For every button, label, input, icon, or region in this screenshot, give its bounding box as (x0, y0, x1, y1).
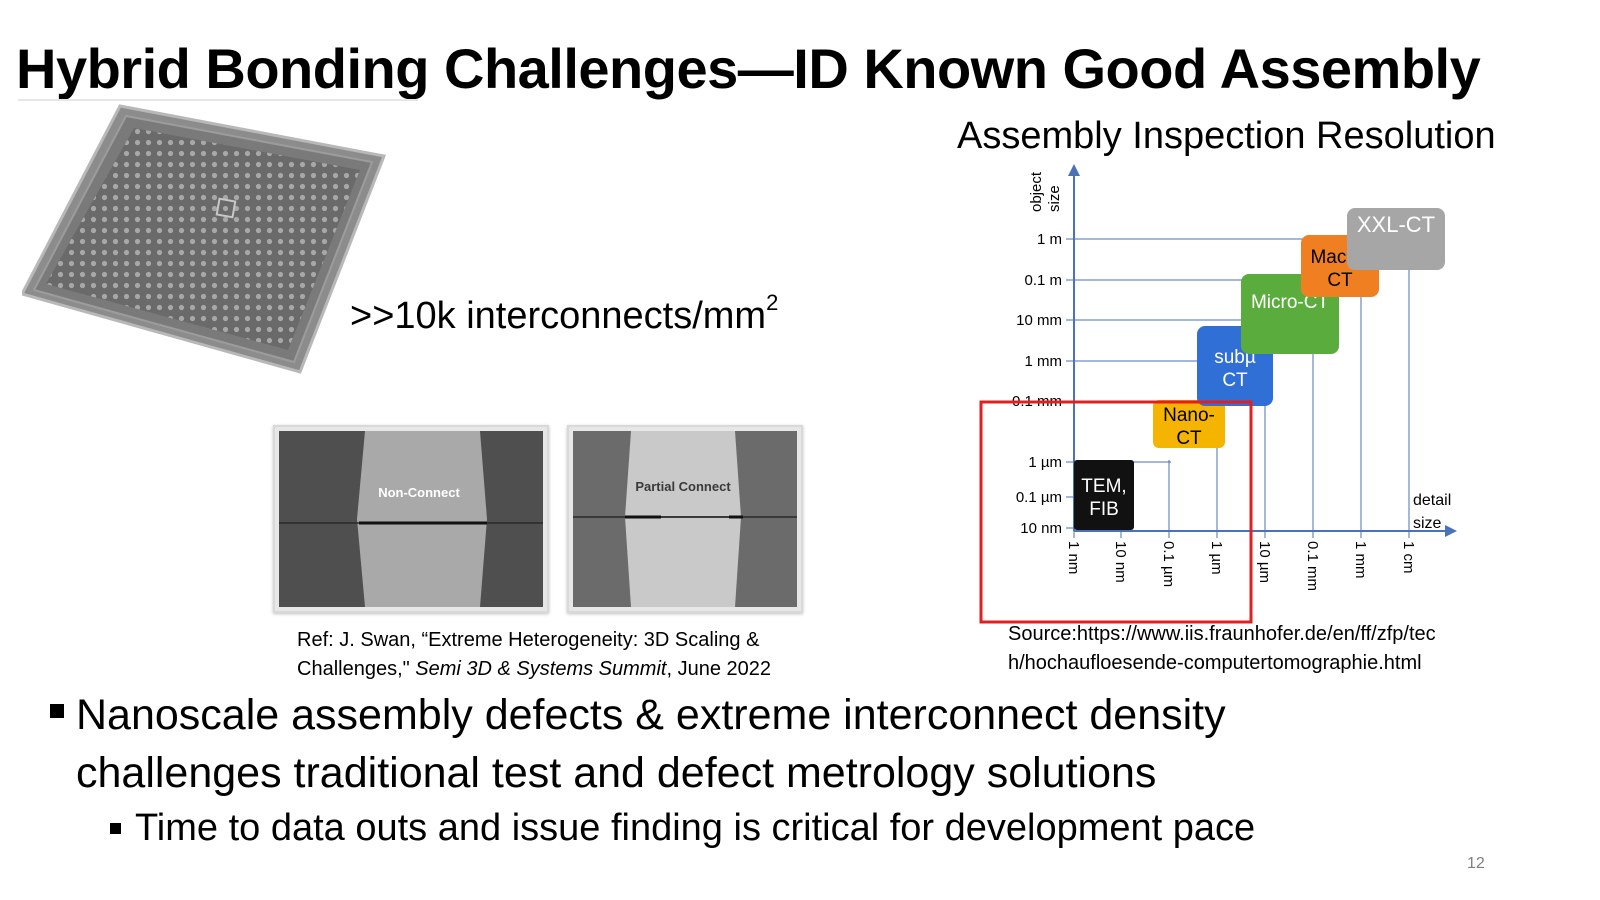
chart-title: Assembly Inspection Resolution (957, 115, 1496, 157)
method-box-fill (1347, 208, 1445, 270)
y-tick-label: 0.1 m (1024, 272, 1062, 289)
method-box: XXL-CT (1347, 208, 1445, 270)
y-tick-label: 1 mm (1025, 353, 1063, 370)
partial-connect-micrograph: Partial Connect (567, 425, 803, 613)
y-axis-label-size: size (1046, 185, 1063, 212)
reference-venue: Semi 3D & Systems Summit (415, 658, 667, 680)
source-line-1: Source:https://www.iis.fraunhofer.de/en/… (1008, 623, 1436, 645)
slide-title: Hybrid Bonding Challenges—ID Known Good … (16, 37, 1481, 100)
x-tick-labels: 1 nm 10 nm 0.1 µm 1 µm 10 µm 0.1 mm 1 mm 1 cm (1065, 531, 1417, 591)
method-box: TEM,FIB (1074, 460, 1134, 530)
y-tick-label: 1 µm (1028, 454, 1062, 471)
x-tick-label: 10 nm (1112, 541, 1129, 583)
y-tick-label: 1 m (1037, 231, 1062, 248)
x-tick-label: 0.1 µm (1160, 541, 1177, 587)
method-label: CT (1327, 270, 1353, 291)
x-axis-label-detail: detail (1413, 492, 1451, 509)
bullet-main-line-2: challenges traditional test and defect m… (76, 749, 1157, 797)
source-citation: Source:https://www.iis.fraunhofer.de/en/… (1008, 620, 1436, 678)
y-tick-label: 10 mm (1016, 312, 1062, 329)
inspection-resolution-chart: 1 m 0.1 m 10 mm 1 mm 0.1 mm 1 µm 0.1 µm 10 nm 1… (979, 164, 1457, 624)
bullet-marker (110, 823, 121, 834)
title-underline (18, 99, 418, 101)
y-tick-label: 10 nm (1020, 520, 1062, 537)
x-tick-label: 0.1 mm (1304, 541, 1321, 591)
bullet-sub-text: Time to data outs and issue finding is c… (135, 807, 1256, 849)
x-tick-label: 10 µm (1256, 541, 1273, 583)
method-boxes: TEM,FIBNano-CTsubµCTMicro-CTMacro-CTXXL-… (1074, 208, 1445, 530)
reference-line-2-suffix: , June 2022 (666, 658, 771, 680)
method-box: Nano-CT (1153, 400, 1225, 449)
reference-line-2-prefix: Challenges," (297, 658, 416, 680)
method-label: CT (1222, 370, 1248, 391)
x-axis-label-size: size (1413, 515, 1442, 532)
y-axis-label-object: object (1028, 171, 1045, 212)
reference-citation: Ref: J. Swan, “Extreme Heterogeneity: 3D… (297, 626, 771, 684)
method-label: Nano- (1163, 405, 1215, 426)
non-connect-label: Non-Connect (378, 485, 460, 500)
method-box-fill (1074, 460, 1134, 530)
non-connect-micrograph: Non-Connect (273, 425, 549, 613)
y-axis-arrow (1068, 164, 1080, 176)
chip-die-image (22, 104, 387, 374)
interconnect-density-text: >>10k interconnects/mm2 (350, 290, 778, 338)
method-label: CT (1176, 428, 1202, 449)
bullet-main-text: Nanoscale assembly defects & extreme int… (76, 686, 1226, 802)
y-tick-label: 0.1 µm (1016, 489, 1062, 506)
method-label: FIB (1089, 499, 1119, 520)
x-tick-label: 1 µm (1208, 541, 1225, 575)
x-tick-label: 1 cm (1400, 541, 1417, 574)
interconnect-density-superscript: 2 (766, 290, 779, 315)
reference-line-1: Ref: J. Swan, “Extreme Heterogeneity: 3D… (297, 629, 760, 651)
bullet-main-line-1: Nanoscale assembly defects & extreme int… (76, 691, 1226, 739)
partial-connect-label: Partial Connect (635, 479, 731, 494)
source-line-2: h/hochaufloesende-computertomographie.ht… (1008, 652, 1422, 674)
x-tick-label: 1 mm (1352, 541, 1369, 579)
x-axis-arrow (1445, 525, 1457, 537)
page-number: 12 (1467, 855, 1485, 872)
reference-line-2: Challenges," Semi 3D & Systems Summit, J… (297, 655, 771, 684)
method-label: TEM, (1081, 476, 1126, 497)
x-tick-label: 1 nm (1065, 541, 1082, 574)
bullet-marker (50, 704, 64, 718)
method-label: XXL-CT (1357, 212, 1435, 237)
nanoscale-highlight-box (979, 400, 1253, 624)
method-box-fill (1153, 400, 1225, 448)
interconnect-density-value: >>10k interconnects/mm (350, 295, 767, 337)
method-label: Micro-CT (1251, 292, 1329, 313)
